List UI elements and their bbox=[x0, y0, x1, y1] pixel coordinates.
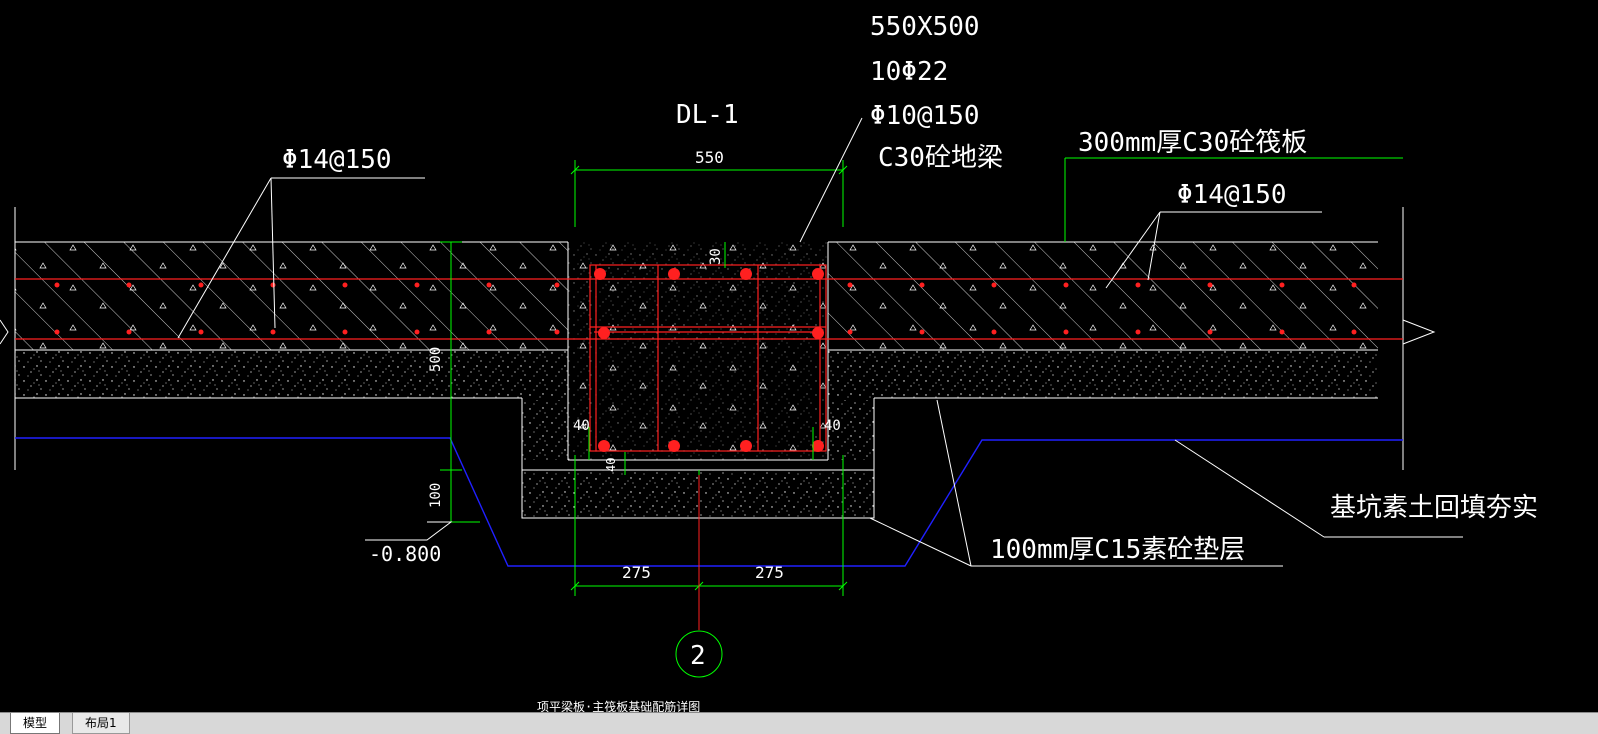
raft-slab-right bbox=[828, 242, 1378, 398]
dim-top-cover: 30 bbox=[708, 248, 724, 265]
dim-cushion: 100 bbox=[428, 483, 444, 508]
beam-rebar-label: 10Φ22 bbox=[870, 57, 948, 87]
dim-side-cover-right: 40 bbox=[824, 418, 841, 434]
section-outlines bbox=[0, 207, 1436, 519]
dim-half-left: 275 bbox=[622, 563, 651, 582]
slab-label: 300mm厚C30砼筏板 bbox=[1078, 128, 1307, 158]
bottom-caption: 项平梁板·主筏板基础配筋详图 bbox=[537, 699, 700, 712]
dim-half-right: 275 bbox=[755, 563, 784, 582]
leader-lines bbox=[177, 117, 1463, 567]
excavation-line bbox=[15, 437, 1403, 567]
ground-beam bbox=[522, 242, 874, 518]
beam-concrete-label: C30砼地梁 bbox=[878, 143, 1003, 173]
rebar-right-label: Φ14@150 bbox=[1177, 180, 1287, 210]
drawing-canvas[interactable]: 550X500 10Φ22 Φ10@150 C30砼地梁 DL-1 300mm厚… bbox=[0, 0, 1598, 714]
stirrup-label: Φ10@150 bbox=[870, 101, 980, 131]
dim-side-cover-left: 40 bbox=[573, 418, 590, 434]
grid-axis-label: 2 bbox=[690, 641, 706, 671]
beam-size-label: 550X500 bbox=[870, 12, 980, 42]
beam-id-label: DL-1 bbox=[676, 100, 739, 130]
cushion-label: 100mm厚C15素砼垫层 bbox=[990, 535, 1245, 565]
elevation-label: -0.800 bbox=[369, 542, 441, 566]
dim-height: 500 bbox=[428, 347, 444, 372]
tab-layout1[interactable]: 布局1 bbox=[72, 713, 130, 734]
tab-model[interactable]: 模型 bbox=[10, 713, 61, 734]
dim-width: 550 bbox=[695, 148, 724, 167]
layout-tab-bar: 模型 布局1 bbox=[0, 712, 1598, 734]
backfill-label: 基坑素土回填夯实 bbox=[1330, 493, 1538, 523]
raft-slab-left bbox=[15, 242, 568, 398]
rebar-left-label: Φ14@150 bbox=[282, 145, 392, 175]
rebar-lines bbox=[15, 264, 1403, 452]
rebar-bars bbox=[54, 268, 1357, 452]
dim-bottom-cover: 40 bbox=[604, 458, 618, 472]
